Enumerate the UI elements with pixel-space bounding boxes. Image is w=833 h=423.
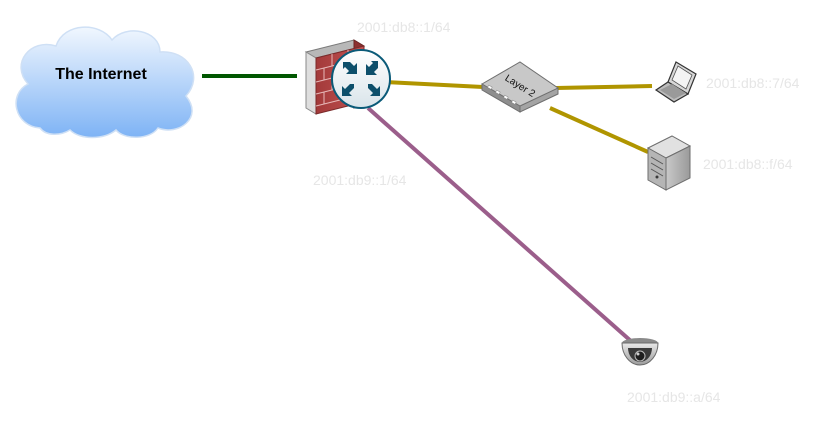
switch-ports bbox=[487, 84, 517, 105]
addr-label-router-iot: 2001:db9::1/64 bbox=[313, 172, 407, 188]
cloud-label: The Internet bbox=[55, 66, 147, 83]
addr-label-router-lan: 2001:db8::1/64 bbox=[357, 19, 451, 35]
iot-link bbox=[366, 106, 634, 344]
router-arrows bbox=[342, 61, 380, 96]
addr-label-server: 2001:db8::f/64 bbox=[703, 156, 793, 172]
switch-icon[interactable]: Layer 2 bbox=[481, 61, 559, 113]
server-led bbox=[655, 175, 659, 179]
router-icon[interactable] bbox=[331, 49, 391, 109]
lan-link-switch-server bbox=[549, 106, 649, 154]
addr-label-camera: 2001:db9::a/64 bbox=[627, 389, 721, 405]
lan-link-router-switch bbox=[384, 80, 484, 89]
cloud-icon[interactable]: The Internet bbox=[15, 26, 195, 139]
laptop-icon[interactable] bbox=[654, 61, 697, 103]
server-icon[interactable] bbox=[646, 135, 692, 191]
server-drive-lines bbox=[650, 156, 664, 177]
camera-icon[interactable] bbox=[621, 338, 659, 366]
lan-link-switch-laptop bbox=[555, 84, 653, 90]
addr-label-laptop: 2001:db8::7/64 bbox=[706, 75, 800, 91]
